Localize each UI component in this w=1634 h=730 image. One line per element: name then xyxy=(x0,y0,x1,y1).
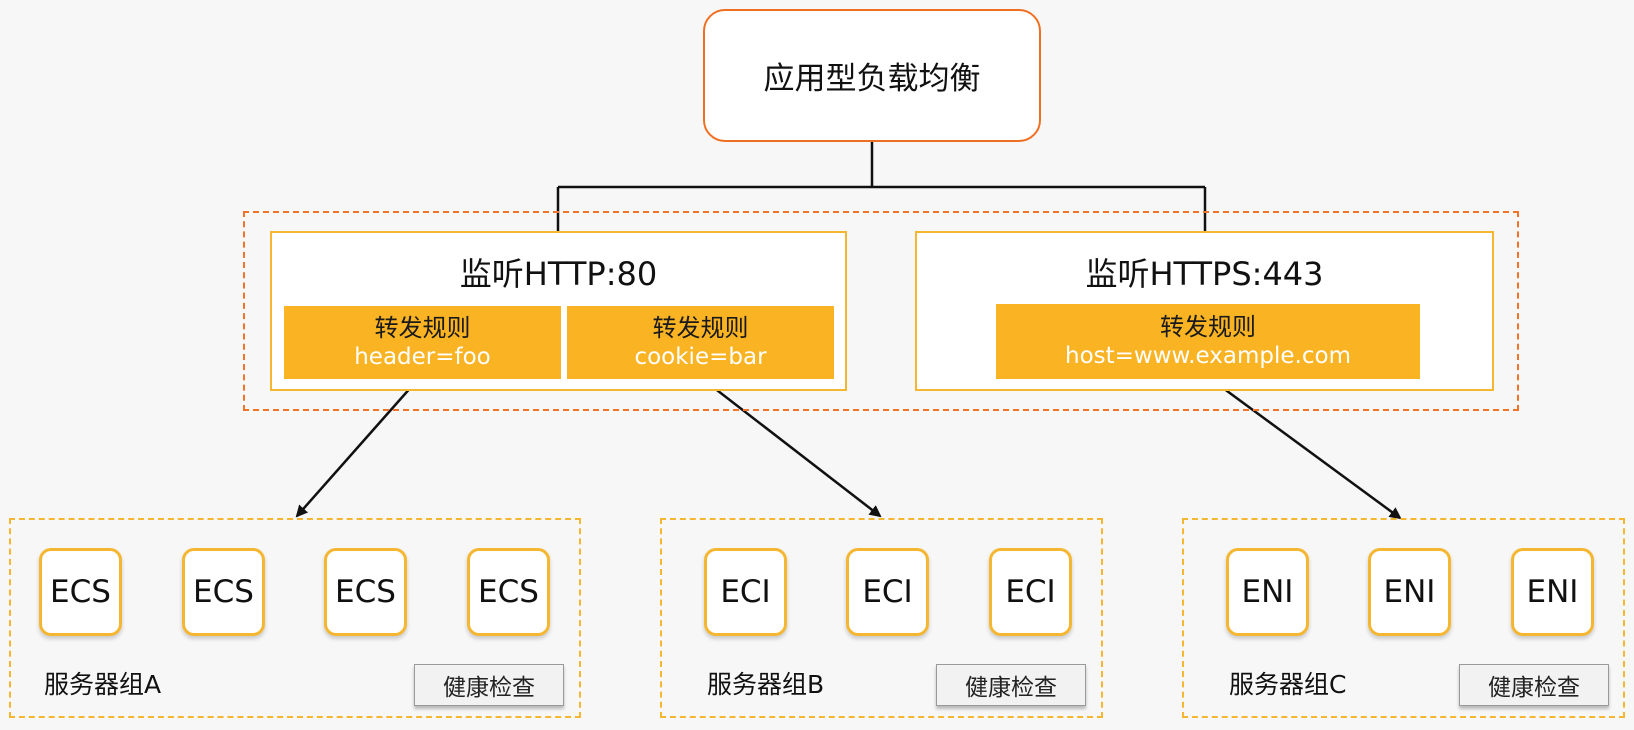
listener-title: 监听HTTPS:443 xyxy=(1085,255,1324,293)
server-group-c: ENI ENI ENI 服务器组C 健康检查 xyxy=(1182,518,1625,718)
server-group-label: 服务器组B xyxy=(707,670,825,699)
eci-instance[interactable]: ECI xyxy=(989,548,1072,636)
eci-instance[interactable]: ECI xyxy=(846,548,929,636)
listener-title: 监听HTTP:80 xyxy=(459,255,658,293)
load-balancer-label: 应用型负载均衡 xyxy=(763,61,981,97)
forwarding-rule-host: 转发规则 host=www.example.com xyxy=(996,304,1420,379)
server-group-a: ECS ECS ECS ECS 服务器组A 健康检查 xyxy=(9,518,581,718)
rule-condition: header=foo xyxy=(354,344,491,371)
forwarding-rule-header: 转发规则 header=foo xyxy=(284,306,561,379)
listener-https-443: 监听HTTPS:443 转发规则 host=www.example.com xyxy=(915,231,1494,391)
health-check-button[interactable]: 健康检查 xyxy=(1459,664,1609,706)
server-group-label: 服务器组A xyxy=(44,670,162,699)
forwarding-rule-cookie: 转发规则 cookie=bar xyxy=(567,306,834,379)
eni-instance[interactable]: ENI xyxy=(1511,548,1594,636)
server-group-label: 服务器组C xyxy=(1229,670,1347,699)
rule-title: 转发规则 xyxy=(652,314,749,343)
ecs-instance[interactable]: ECS xyxy=(467,548,550,636)
ecs-instance[interactable]: ECS xyxy=(182,548,265,636)
eni-instance[interactable]: ENI xyxy=(1368,548,1451,636)
health-check-button[interactable]: 健康检查 xyxy=(414,664,564,706)
server-group-b: ECI ECI ECI 服务器组B 健康检查 xyxy=(660,518,1103,718)
ecs-instance[interactable]: ECS xyxy=(324,548,407,636)
rule-title: 转发规则 xyxy=(374,314,471,343)
health-check-button[interactable]: 健康检查 xyxy=(936,664,1086,706)
eci-instance[interactable]: ECI xyxy=(704,548,787,636)
eni-instance[interactable]: ENI xyxy=(1226,548,1309,636)
ecs-instance[interactable]: ECS xyxy=(39,548,122,636)
rule-condition: cookie=bar xyxy=(634,344,767,371)
load-balancer-node: 应用型负载均衡 xyxy=(703,9,1041,142)
rule-condition: host=www.example.com xyxy=(1065,343,1351,370)
rule-title: 转发规则 xyxy=(1160,313,1256,342)
listener-http-80: 监听HTTP:80 转发规则 header=foo 转发规则 cookie=ba… xyxy=(270,231,847,391)
listener-group-boundary xyxy=(243,211,1519,411)
